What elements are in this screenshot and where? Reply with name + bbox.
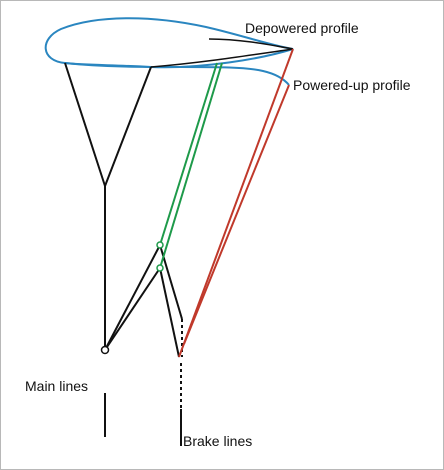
brake-line-lower	[159, 267, 180, 358]
trailing-edge-line-lower	[150, 48, 294, 68]
main-line-junction-pulley	[100, 345, 110, 355]
green-rear-line-b	[159, 62, 223, 269]
red-brake-line-depowered	[178, 48, 294, 358]
brake-lines-label: Brake lines	[183, 433, 253, 449]
green-line-pulley-upper	[156, 241, 164, 249]
main-line-rear-b	[104, 267, 161, 351]
main-line-front-left	[64, 62, 106, 187]
main-line-front-right	[104, 66, 152, 187]
green-line-pulley-lower	[156, 264, 164, 272]
trailing-edge-line-upper	[208, 38, 294, 50]
green-rear-line-a	[159, 62, 218, 246]
powered-up-profile-label: Powered-up profile	[293, 77, 411, 93]
main-lines-label: Main lines	[25, 378, 89, 394]
powered-up-profile-curve	[64, 62, 290, 86]
main-line-rear-a	[104, 244, 161, 351]
red-brake-line-powered	[183, 84, 290, 345]
depowered-profile-label: Depowered profile	[245, 20, 359, 36]
